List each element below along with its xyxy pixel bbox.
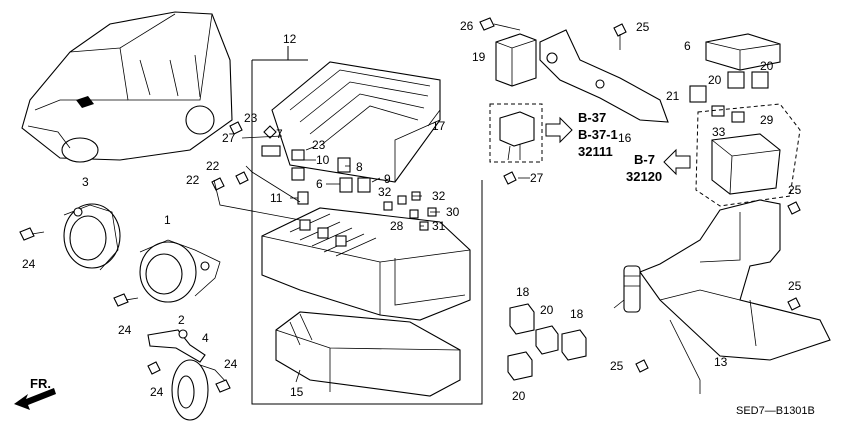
callout-17: 17: [432, 119, 446, 133]
callout-25b: 25: [788, 183, 802, 197]
callout-30: 31: [432, 219, 446, 233]
ref-32111: 32111: [578, 144, 613, 159]
callout-19: 19: [472, 50, 486, 64]
relay-box-dashed: [663, 103, 801, 207]
callout-2: 2: [178, 313, 185, 327]
callout-24c: 24: [224, 357, 238, 371]
ref-b7: B-7: [634, 152, 655, 167]
sensor-33: [613, 265, 641, 313]
callout-3: 3: [82, 175, 89, 189]
callout-7: 7: [276, 127, 283, 141]
callout-24a: 24: [22, 257, 36, 271]
callout-28b: 29: [760, 113, 774, 127]
callout-32b: 33: [712, 125, 726, 139]
callout-9: 8: [356, 160, 363, 174]
callout-28: 28: [390, 219, 404, 233]
callout-18b: 18: [570, 307, 584, 321]
callout-labels: 12 17 27 23 7 23 10 8 22 22 6 9 32 32 11…: [22, 19, 802, 403]
front-arrow: [14, 388, 56, 410]
bolt-group-left: [19, 227, 231, 393]
callout-20b: 20: [760, 59, 774, 73]
connector-box: [489, 103, 573, 163]
ref-b37: B-37: [578, 110, 606, 125]
callout-23b: 23: [312, 138, 326, 152]
harness-bracket: [635, 199, 831, 394]
callout-24b: 24: [118, 323, 132, 337]
callout-21: 21: [666, 89, 680, 103]
callout-6: 6: [684, 39, 691, 53]
fuse-box-cover: [271, 61, 441, 183]
fuse-block-body: [261, 207, 471, 321]
callout-25d: 25: [610, 359, 624, 373]
callout-1: 1: [164, 213, 171, 227]
ref-32120: 32120: [626, 169, 662, 184]
front-label: FR.: [30, 376, 51, 391]
callout-4: 4: [202, 331, 209, 345]
callout-13: 12: [283, 32, 297, 46]
callout-12: 11: [270, 191, 283, 205]
horn-bracket-3: [63, 203, 121, 271]
horn-assembly-4: [171, 359, 229, 421]
relay-19-bracket: [479, 17, 669, 123]
leader-lines-fusebox: [213, 109, 530, 383]
callout-25c: 25: [788, 279, 802, 293]
lower-box: [275, 311, 461, 397]
relays-bottom: [507, 303, 587, 381]
callout-15: 15: [290, 385, 304, 399]
callout-16: 16: [618, 131, 632, 145]
callout-24d: 24: [150, 385, 164, 399]
callout-31: 32: [378, 185, 392, 199]
callout-11: 10: [316, 153, 330, 167]
callout-18a: 18: [516, 285, 530, 299]
callout-26: 26: [460, 19, 474, 33]
callout-20c: 20: [540, 303, 554, 317]
callout-20a: 20: [708, 73, 722, 87]
horn-bracket-1: [139, 239, 221, 303]
relays-right: [689, 71, 769, 123]
callout-8: 6: [316, 177, 323, 191]
diagram-code: SED7—B1301B: [736, 405, 815, 417]
callout-32: 32: [432, 189, 446, 203]
callout-27b: 27: [530, 171, 544, 185]
ref-b37-1: B-37-1: [578, 127, 618, 142]
callout-10: 9: [384, 172, 391, 186]
callout-23: 23: [244, 111, 258, 125]
bracket-2: [147, 329, 206, 363]
callout-14: 13: [714, 355, 728, 369]
callout-27: 27: [222, 131, 236, 145]
relay-box-6: [705, 33, 781, 71]
callout-22b: 22: [186, 173, 200, 187]
callout-29: 30: [446, 205, 460, 219]
reference-codes: B-37 B-37-1 32111 B-7 32120: [578, 110, 662, 184]
callout-25a: 25: [636, 20, 650, 34]
callout-22: 22: [206, 159, 220, 173]
callout-20d: 20: [512, 389, 526, 403]
car-illustration: [21, 11, 233, 163]
fuse-box-frame: [251, 46, 483, 405]
